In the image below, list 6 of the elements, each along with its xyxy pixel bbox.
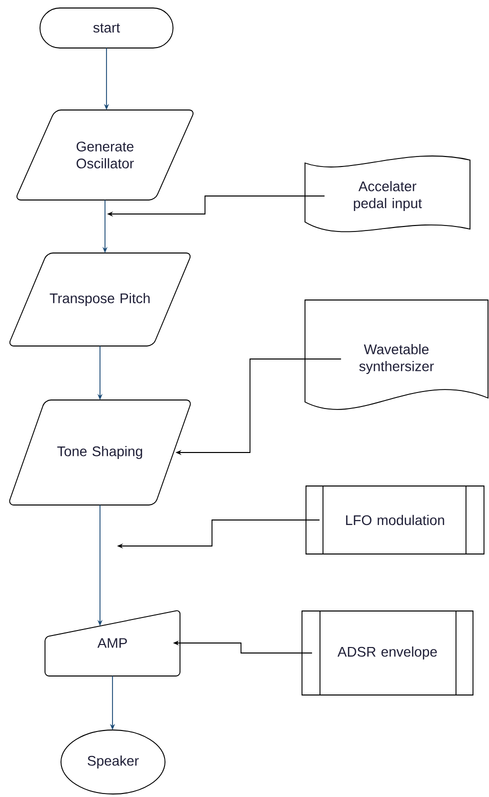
io-parallelogram: Generate Oscillator bbox=[16, 110, 194, 200]
ellipse-node: Speaker bbox=[60, 730, 166, 794]
predefined-process-box: ADSR envelope bbox=[302, 610, 474, 696]
io-parallelogram: Transpose Pitch bbox=[9, 252, 191, 346]
io-parallelogram: Tone Shaping bbox=[9, 400, 191, 506]
predefined-process-box: LFO modulation bbox=[306, 486, 484, 554]
